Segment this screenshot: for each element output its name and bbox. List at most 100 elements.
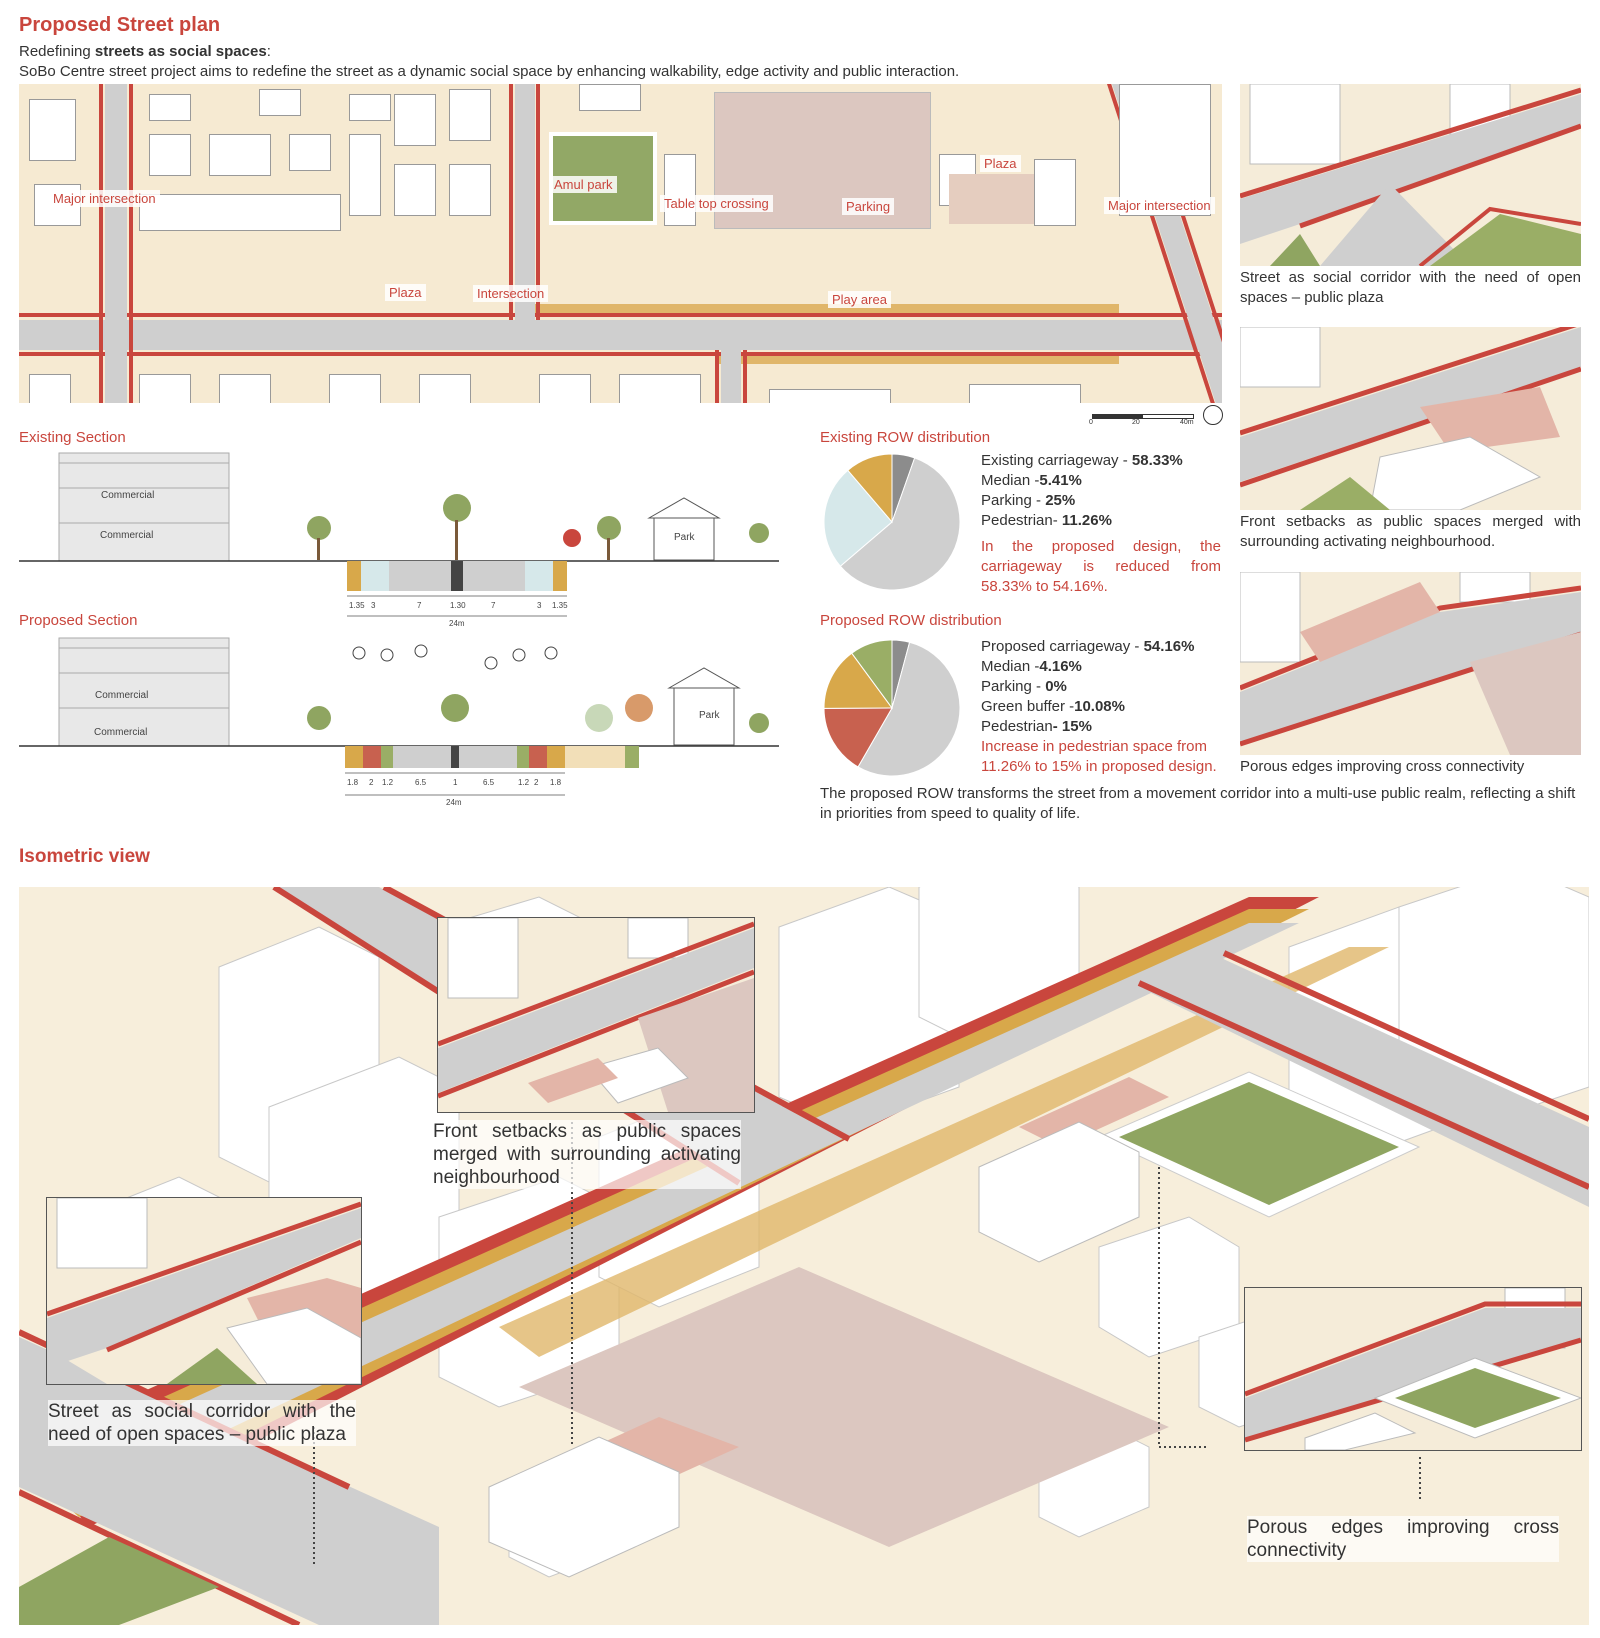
plan-edge-bottom <box>19 352 1222 356</box>
plan-building <box>289 134 331 171</box>
plan-edge-top <box>19 313 1222 317</box>
plan-vroad-3 <box>721 350 741 403</box>
plan-building <box>139 374 191 403</box>
iso-caption-social-corridor: Street as social corridor with the need … <box>48 1400 356 1446</box>
plan-vroad-2 <box>515 84 535 320</box>
label-plaza-bottom: Plaza <box>385 284 426 301</box>
plan-building <box>419 374 471 403</box>
subtitle-suffix: : <box>266 43 271 60</box>
existing-section-drawing: Commercial Commercial Park 1.35 3 7 1.30… <box>19 452 779 628</box>
label-amul-park: Amul park <box>550 176 617 193</box>
existing-section-title: Existing Section <box>19 429 126 446</box>
plan-building <box>149 94 191 121</box>
existing-row-note: In the proposed design, the carriageway … <box>981 538 1221 595</box>
label-table-top-crossing: Table top crossing <box>660 195 773 212</box>
proposed-dim: 1 <box>453 778 458 787</box>
scale-20: 20 <box>1132 419 1140 426</box>
proposed-row-legend: Proposed carriageway - 54.16% Median -4.… <box>981 637 1194 737</box>
plan-vroad-edge <box>743 350 747 403</box>
plan-main-road <box>19 320 1222 350</box>
inset-front-setbacks-drawing <box>438 918 754 1112</box>
proposed-dim: 2 <box>369 778 374 787</box>
proposed-dim: 1.8 <box>550 778 562 787</box>
plan-vroad-1 <box>105 84 127 403</box>
legend-existing-carriageway: Existing carriageway - 58.33% <box>981 452 1183 469</box>
proposed-dim: 6.5 <box>483 778 495 787</box>
label-parking: Parking <box>842 198 895 215</box>
existing-row-title: Existing ROW distribution <box>820 429 991 446</box>
plan-building <box>579 84 641 111</box>
page-title: Proposed Street plan <box>19 14 221 36</box>
inset-front-setbacks <box>437 917 755 1113</box>
inset-social-corridor <box>46 1197 362 1385</box>
scale-40: 40m <box>1180 419 1194 426</box>
side-panel-2-drawing <box>1240 327 1581 510</box>
scale-bar: 0 20 40m <box>1089 410 1194 426</box>
plan-vroad-edge <box>715 350 719 403</box>
plan-building <box>1119 84 1211 216</box>
legend-proposed-parking: Parking - 0% <box>981 678 1067 695</box>
existing-total: 24m <box>449 619 465 628</box>
proposed-section-title: Proposed Section <box>19 612 138 629</box>
plan-building <box>29 374 71 403</box>
existing-row-pie <box>823 453 961 591</box>
plan-building <box>619 374 701 403</box>
label-plaza-top: Plaza <box>980 155 1021 172</box>
iso-caption-porous-edges: Porous edges improving cross connectivit… <box>1247 1516 1559 1562</box>
plan-building <box>539 374 591 403</box>
plan-vroad-edge <box>536 84 540 320</box>
scale-0: 0 <box>1089 419 1093 426</box>
side-caption-3: Porous edges improving cross connectivit… <box>1240 758 1525 775</box>
proposed-row-pie <box>823 639 961 777</box>
plan-vroad-edge <box>99 84 103 403</box>
legend-proposed-carriageway: Proposed carriageway - 54.16% <box>981 638 1195 655</box>
plan-building <box>259 89 301 116</box>
inset-porous-edges-drawing <box>1245 1288 1581 1450</box>
legend-proposed-median: Median -4.16% <box>981 658 1082 675</box>
label-play-area: Play area <box>828 291 891 308</box>
legend-existing-pedestrian: Pedestrian- 11.26% <box>981 512 1112 529</box>
existing-dim: 1.30 <box>450 601 466 610</box>
plan-building <box>349 94 391 121</box>
side-caption-1: Street as social corridor with the need … <box>1240 269 1581 306</box>
plan-building <box>449 89 491 141</box>
plan-building <box>449 164 491 216</box>
plan-building <box>394 164 436 216</box>
plan-building <box>969 384 1081 403</box>
pie-slice <box>851 639 893 710</box>
side-panel-2-image <box>1240 327 1581 510</box>
plan-building <box>1034 159 1076 226</box>
proposed-row-title: Proposed ROW distribution <box>820 612 1002 629</box>
plan-vroad-edge <box>509 84 513 320</box>
pie-slice <box>823 652 893 709</box>
existing-park-label: Park <box>674 532 696 543</box>
proposed-dim: 1.2 <box>382 778 394 787</box>
plan-building <box>219 374 271 403</box>
existing-dim: 3 <box>371 601 376 610</box>
plan-building <box>29 99 76 161</box>
existing-dim: 7 <box>417 601 422 610</box>
plan-building <box>769 389 891 403</box>
plan-footpath-top <box>519 304 1119 313</box>
isometric-view <box>19 887 1589 1625</box>
proposed-section-drawing: Commercial Commercial Park 1.8 2 1.2 6.5… <box>19 637 779 807</box>
isometric-drawing <box>19 887 1589 1625</box>
side-panel-3-drawing <box>1240 572 1581 755</box>
side-panel-3-image <box>1240 572 1581 755</box>
plan-building <box>394 94 436 146</box>
plan-building <box>139 194 341 231</box>
existing-dim: 1.35 <box>552 601 568 610</box>
plan-building <box>664 154 696 226</box>
proposed-dim: 2 <box>534 778 539 787</box>
description: SoBo Centre street project aims to redef… <box>19 63 960 80</box>
proposed-dim: 1.2 <box>518 778 530 787</box>
pie-slice <box>847 453 893 524</box>
label-intersection: Intersection <box>473 285 549 302</box>
proposed-commercial-2: Commercial <box>94 727 147 738</box>
scale-bar-line <box>1092 414 1194 419</box>
existing-row-legend: Existing carriageway - 58.33% Median -5.… <box>981 451 1183 531</box>
existing-dim: 3 <box>537 601 542 610</box>
iso-caption-front-setbacks: Front setbacks as public spaces merged w… <box>433 1120 741 1189</box>
inset-porous-edges <box>1244 1287 1582 1451</box>
plan-building <box>209 134 271 176</box>
